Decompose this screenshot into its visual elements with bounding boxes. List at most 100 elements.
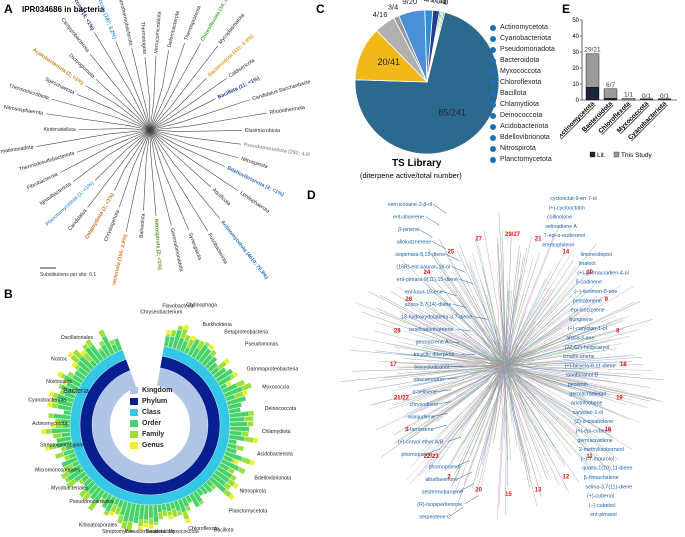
tree-d-branch [462, 334, 488, 352]
tree-d-branch [511, 391, 528, 442]
tree-d-branch [474, 364, 506, 385]
family-segment [183, 334, 192, 343]
red-number-label: 2 [448, 475, 452, 481]
family-segment [114, 506, 122, 516]
tree-d-branch [529, 413, 566, 468]
tree-a-branch [150, 148, 157, 216]
tree-d-branch [485, 370, 501, 396]
family-segment [229, 474, 238, 482]
sunburst-taxon-label: Bacillota [214, 527, 234, 533]
tree-d-branch [509, 366, 543, 377]
tree-a-taxon-label: Fibrobacterota [26, 172, 59, 192]
tree-a-branch [124, 128, 151, 131]
tree-a-branch [124, 129, 151, 170]
tree-a-taxon-label: Thermotogota [139, 22, 147, 55]
family-segment [60, 446, 67, 453]
family-segment [52, 432, 63, 439]
tree-d-branch [530, 355, 629, 364]
sunburst-taxon-label: Nitrospirota [239, 488, 266, 494]
tree-d-branch [475, 415, 496, 498]
genus-segment [233, 459, 240, 466]
genus-segment [56, 370, 64, 378]
tree-a-taxon-label: Aquificota [211, 187, 232, 207]
tree-d-branch [532, 354, 637, 365]
y-tick-label: 50 [572, 18, 579, 24]
tree-a-taxon-label: Bdellovibrionota (2; <1%) [226, 165, 285, 198]
pie-legend-item: Pseudomonadota [490, 44, 555, 55]
compound-pointer [461, 353, 476, 355]
tree-d-branch [511, 387, 548, 480]
sunburst-taxon-label: Cyanobacteriota [28, 397, 66, 403]
tree-d-branch [502, 361, 542, 403]
tree-a-branch [76, 93, 112, 109]
compound-pointer [464, 495, 479, 505]
tree-d-branch [489, 341, 509, 365]
tree-d-branch [541, 393, 575, 413]
tree-d-branch [501, 342, 558, 363]
panel-d-label: D [307, 188, 316, 202]
compound-label: isoafricanol B [566, 373, 598, 379]
family-segment [120, 520, 128, 530]
tree-d-branch [503, 367, 544, 371]
genus-segment [225, 380, 232, 387]
tree-d-branch [445, 398, 489, 471]
tree-d-branch [453, 420, 485, 495]
compound-label: africa-3-ene [566, 336, 594, 342]
tree-d-branch [506, 290, 509, 321]
tree-d-branch [505, 412, 508, 460]
sunburst-taxon-label: Oscillatoriales [61, 335, 94, 341]
tree-a-branch [170, 171, 208, 232]
panel-e-label: E [562, 2, 571, 16]
pie-slice-label: 4/6 [424, 0, 434, 4]
tree-a-branch [143, 158, 147, 211]
tree-d-branch [459, 341, 504, 368]
tree-d-branch [400, 378, 476, 407]
tree-a-branch [111, 108, 151, 131]
tree-d-branch [497, 272, 503, 337]
tree-d-branch [521, 383, 559, 420]
genus-segment [208, 343, 215, 351]
tree-d-branch [423, 281, 492, 351]
pie-slice-label: 9/20 [403, 0, 418, 6]
tree-d-branch [503, 342, 557, 362]
legend-class: Class [130, 407, 172, 418]
tree-d-branch [518, 259, 574, 344]
tree-d-branch [480, 365, 508, 371]
order-segment [82, 477, 93, 488]
tree-d-branch [527, 416, 570, 493]
pie-legend-label: Planctomycetota [500, 156, 552, 163]
family-segment [176, 510, 183, 516]
tree-d-branch [358, 372, 465, 392]
compound-label: ent-atiserene [393, 215, 424, 221]
tree-d-branch [551, 382, 604, 397]
tree-d-branch [497, 366, 504, 402]
order-segment [227, 402, 243, 410]
compound-label: limoneoleptol [581, 252, 612, 258]
compound-label: tricyclic diterpene [414, 352, 455, 358]
compound-label: linalool [579, 261, 596, 267]
tree-d-branch [375, 383, 473, 431]
pie-legend-label: Deinococcota [500, 112, 543, 119]
tree-d-branch [519, 392, 565, 464]
tree-a-taxon-label: Cyanobacteriota (156; 2.6%) [107, 234, 129, 285]
tree-d-branch [543, 301, 641, 347]
tree-d-branch [390, 291, 457, 333]
red-number-label: 3 [405, 427, 409, 433]
tree-d-branch [449, 402, 488, 466]
pie-legend-item: Deinococcota [490, 110, 555, 121]
order-segment [101, 491, 110, 501]
tree-a-branch [177, 130, 242, 132]
red-number-label: 11 [586, 454, 593, 460]
tree-d-branch [450, 306, 477, 334]
tree-a-taxon-label: Pseudomonadota (292; 4.9%) [243, 142, 310, 159]
tree-a-branch [163, 171, 189, 231]
tree-a-branch [144, 56, 150, 98]
tree-a-branch [162, 50, 169, 87]
tree-d-branch [505, 368, 549, 396]
family-segment [177, 325, 184, 332]
tree-d-branch [402, 362, 458, 366]
compound-pointer [418, 228, 433, 238]
genus-segment [242, 389, 249, 397]
genus-segment [98, 497, 105, 505]
